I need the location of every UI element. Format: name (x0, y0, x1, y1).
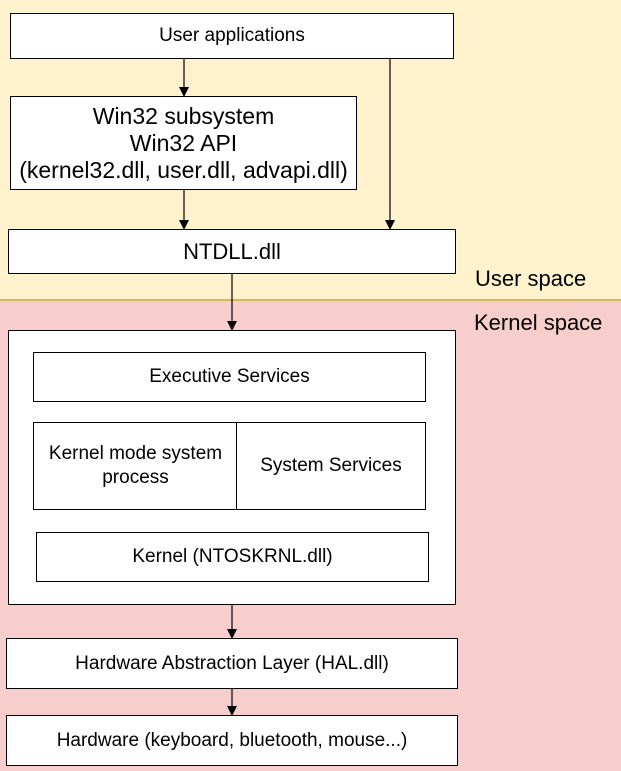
system-services-label: System Services (260, 455, 402, 476)
user-space-label: User space (475, 266, 587, 291)
win32-subsystem-box: Win32 subsystem Win32 API (kernel32.dll,… (10, 96, 357, 190)
executive-services-box: Executive Services (33, 352, 426, 402)
executive-services-label: Executive Services (149, 366, 310, 387)
kernel-box: Kernel (NTOSKRNL.dll) (36, 532, 429, 582)
hal-box: Hardware Abstraction Layer (HAL.dll) (6, 638, 458, 689)
ntdll-label: NTDLL.dll (183, 238, 281, 264)
user-applications-box: User applications (10, 13, 454, 59)
hal-label: Hardware Abstraction Layer (HAL.dll) (75, 652, 389, 674)
hardware-label: Hardware (keyboard, bluetooth, mouse...) (56, 729, 408, 751)
kernel-label: Kernel (NTOSKRNL.dll) (132, 546, 333, 567)
kernel-mode-system-process-box: Kernel mode system process (33, 422, 238, 510)
win32-subsystem-line1: Win32 subsystem (92, 102, 275, 129)
hardware-box: Hardware (keyboard, bluetooth, mouse...) (6, 715, 458, 766)
win32-subsystem-line2: Win32 API (129, 129, 238, 156)
user-kernel-divider (0, 299, 621, 301)
ntdll-box: NTDLL.dll (8, 229, 456, 274)
system-services-box: System Services (236, 422, 426, 510)
kernel-mode-system-process-label: Kernel mode system process (48, 443, 223, 488)
user-applications-label: User applications (159, 25, 305, 46)
kernel-space-label: Kernel space (474, 310, 603, 335)
win32-subsystem-line3: (kernel32.dll, user.dll, advapi.dll) (19, 156, 348, 183)
